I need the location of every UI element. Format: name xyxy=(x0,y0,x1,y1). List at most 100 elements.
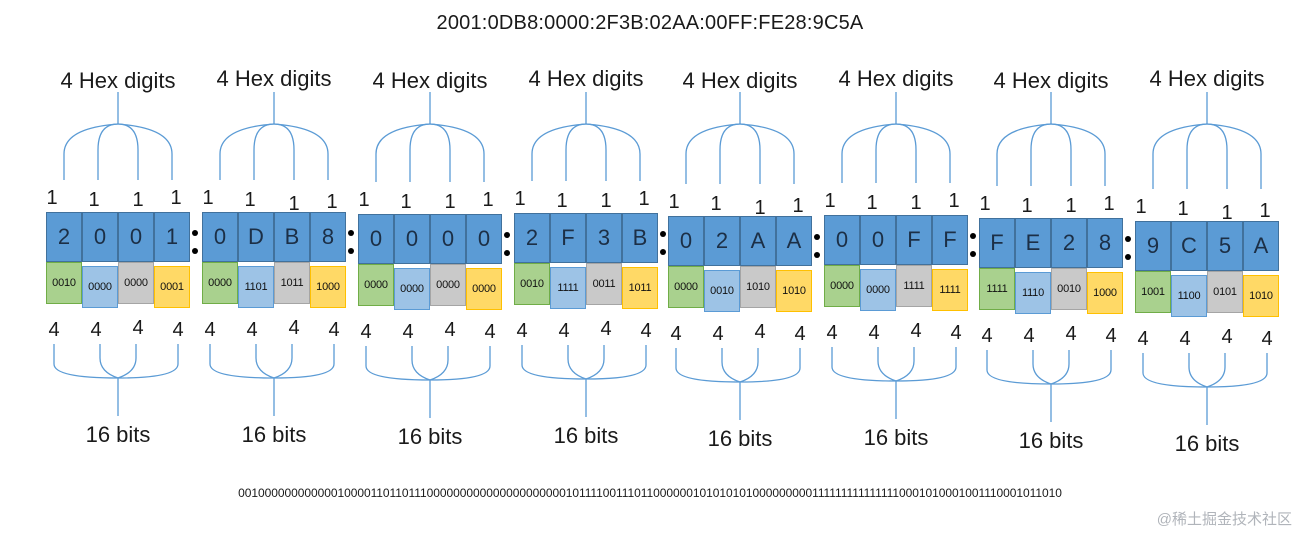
hex-digit-bit-count: 1 xyxy=(244,189,256,211)
nibble-binary-cell: 1001 xyxy=(1135,271,1171,313)
nibble-binary-cell: 0010 xyxy=(46,262,82,304)
nibble-bit-count: 4 xyxy=(826,322,838,344)
hex-digit-bit-count: 1 xyxy=(910,192,922,214)
hex-digit-cell: B xyxy=(622,213,658,263)
nibble-binary-cell: 0001 xyxy=(154,266,190,308)
hex-digit-bit-count: 1 xyxy=(600,190,612,212)
hex-digit-bit-count: 1 xyxy=(514,188,526,210)
nibble-binary-cell: 1100 xyxy=(1171,275,1207,317)
hex-digit-cell: F xyxy=(550,213,586,263)
hex-digit-cell: 8 xyxy=(310,212,346,262)
nibble-bit-count: 4 xyxy=(950,322,962,344)
nibble-bit-count: 4 xyxy=(1065,323,1077,345)
nibble-bit-count: 4 xyxy=(328,319,340,341)
nibble-binary-cell: 0101 xyxy=(1207,271,1243,313)
nibble-binary-cell: 0011 xyxy=(586,263,622,305)
hex-digits-label: 4 Hex digits xyxy=(60,68,176,93)
watermark: @稀土掘金技术社区 xyxy=(1156,511,1292,528)
hex-digit-bit-count: 1 xyxy=(1065,195,1077,217)
hex-digits-label: 4 Hex digits xyxy=(372,68,488,93)
hex-digit-bit-count: 1 xyxy=(710,193,722,215)
hex-digit-cell: 0 xyxy=(202,212,238,262)
nibble-binary-cell: 1010 xyxy=(776,270,812,312)
hex-digit-cell: 0 xyxy=(668,216,704,266)
colon-separator xyxy=(814,252,820,258)
hex-digit-bit-count: 1 xyxy=(88,189,100,211)
hex-digit-bit-count: 1 xyxy=(556,190,568,212)
hex-digit-cell: F xyxy=(932,215,968,265)
hex-digit-bit-count: 1 xyxy=(866,192,878,214)
nibble-binary-cell: 1111 xyxy=(896,265,932,307)
hex-digit-cell: 0 xyxy=(394,214,430,264)
colon-separator xyxy=(192,248,198,254)
hex-digit-cell: 0 xyxy=(358,214,394,264)
colon-separator xyxy=(1125,236,1131,242)
nibble-bit-count: 4 xyxy=(360,321,372,343)
hex-digit-cell: 1 xyxy=(154,212,190,262)
hex-digit-cell: 0 xyxy=(118,212,154,262)
nibble-bit-count: 4 xyxy=(1261,328,1273,350)
hex-digit-cell: A xyxy=(740,216,776,266)
nibble-binary-cell: 0000 xyxy=(430,264,466,306)
hex-digit-bit-count: 1 xyxy=(1221,202,1233,224)
hex-digit-bit-count: 1 xyxy=(358,189,370,211)
hex-digit-cell: A xyxy=(1243,221,1279,271)
hex-digit-bit-count: 1 xyxy=(46,187,58,209)
hex-digit-cell: D xyxy=(238,212,274,262)
nibble-bit-count: 4 xyxy=(204,319,216,341)
nibble-bit-count: 4 xyxy=(132,317,144,339)
nibble-binary-cell: 0000 xyxy=(202,262,238,304)
sixteen-bits-label: 16 bits xyxy=(1174,431,1240,456)
nibble-binary-cell: 0000 xyxy=(860,269,896,311)
nibble-bit-count: 4 xyxy=(640,320,652,342)
hex-digits-label: 4 Hex digits xyxy=(838,66,954,91)
nibble-binary-cell: 0000 xyxy=(358,264,394,306)
sixteen-bits-label: 16 bits xyxy=(397,424,463,449)
colon-separator xyxy=(660,249,666,255)
hex-digit-cell: 0 xyxy=(860,215,896,265)
nibble-bit-count: 4 xyxy=(670,323,682,345)
hex-digit-bit-count: 1 xyxy=(824,190,836,212)
hex-digit-cell: F xyxy=(979,218,1015,268)
nibble-bit-count: 4 xyxy=(288,317,300,339)
nibble-bit-count: 4 xyxy=(600,318,612,340)
hex-digit-bit-count: 1 xyxy=(792,195,804,217)
sixteen-bits-label: 16 bits xyxy=(241,422,307,447)
hex-digit-cell: 2 xyxy=(704,216,740,266)
nibble-binary-cell: 1111 xyxy=(979,268,1015,310)
nibble-bit-count: 4 xyxy=(90,319,102,341)
hex-digit-bit-count: 1 xyxy=(1135,196,1147,218)
nibble-binary-cell: 0000 xyxy=(466,268,502,310)
hex-digit-cell: F xyxy=(896,215,932,265)
hex-digit-bit-count: 1 xyxy=(170,187,182,209)
nibble-bit-count: 4 xyxy=(1023,325,1035,347)
nibble-bit-count: 4 xyxy=(1137,328,1149,350)
colon-separator xyxy=(814,234,820,240)
nibble-bit-count: 4 xyxy=(1105,325,1117,347)
nibble-binary-cell: 1010 xyxy=(1243,275,1279,317)
nibble-bit-count: 4 xyxy=(1221,326,1233,348)
colon-separator xyxy=(504,232,510,238)
colon-separator xyxy=(970,233,976,239)
nibble-binary-cell: 0010 xyxy=(514,263,550,305)
nibble-bit-count: 4 xyxy=(868,322,880,344)
hex-digit-cell: A xyxy=(776,216,812,266)
nibble-bit-count: 4 xyxy=(794,323,806,345)
full-binary-string: 0010000000000001000011011011100000000000… xyxy=(238,486,1062,500)
hex-digit-bit-count: 1 xyxy=(444,191,456,213)
nibble-bit-count: 4 xyxy=(444,319,456,341)
nibble-bit-count: 4 xyxy=(712,323,724,345)
hex-digit-bit-count: 1 xyxy=(638,188,650,210)
nibble-binary-cell: 1000 xyxy=(310,266,346,308)
nibble-bit-count: 4 xyxy=(402,321,414,343)
nibble-bit-count: 4 xyxy=(910,320,922,342)
hex-digit-bit-count: 1 xyxy=(754,197,766,219)
hex-digit-cell: 5 xyxy=(1207,221,1243,271)
nibble-binary-cell: 1110 xyxy=(1015,272,1051,314)
hex-digit-cell: E xyxy=(1015,218,1051,268)
colon-separator xyxy=(1125,254,1131,260)
sixteen-bits-label: 16 bits xyxy=(553,423,619,448)
colon-separator xyxy=(970,251,976,257)
